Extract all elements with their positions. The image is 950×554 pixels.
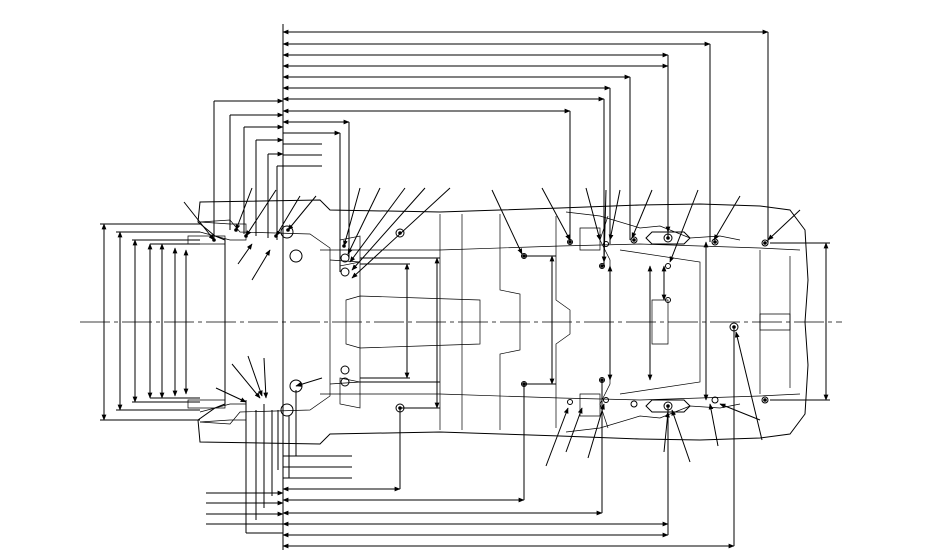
leader-lines bbox=[184, 188, 800, 466]
bottom-dimension-lines bbox=[206, 327, 735, 549]
left-lateral-dimensions bbox=[100, 223, 200, 421]
reference-point-markers bbox=[212, 228, 767, 410]
top-dimension-lines bbox=[214, 24, 769, 550]
inner-lateral-dimensions bbox=[360, 241, 830, 409]
